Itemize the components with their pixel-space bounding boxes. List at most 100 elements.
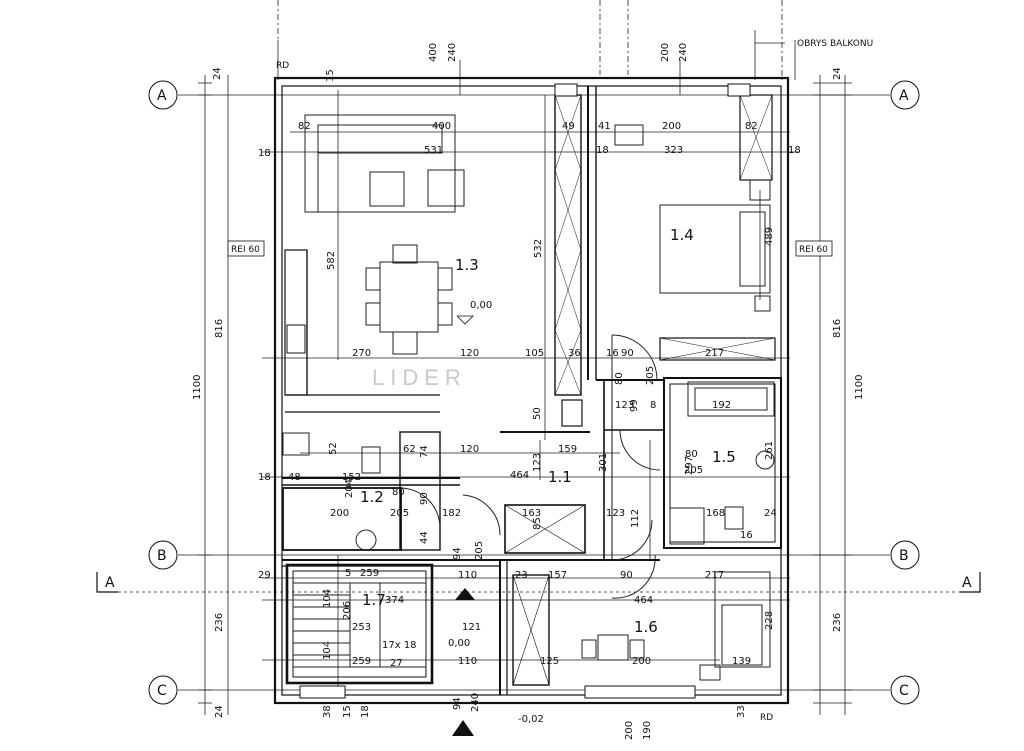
rd-top-label: RD xyxy=(276,61,289,71)
dim-168: 168 xyxy=(706,508,725,519)
dim-200d: 200 xyxy=(632,656,651,667)
dim-15b: 15 xyxy=(342,705,353,718)
dim-16: 16 xyxy=(606,348,619,359)
axis-a-right xyxy=(890,80,920,110)
axis-a-left-label: A xyxy=(157,88,167,104)
axis-c-left xyxy=(148,675,178,705)
dim-94b: 94 xyxy=(452,697,463,710)
section-markers xyxy=(96,572,981,593)
dim-105: 105 xyxy=(525,348,544,359)
entrance-arrow-bottom xyxy=(452,720,474,736)
dimension-labels: 400 240 200 240 24 24 15 82 400 49 41 20… xyxy=(192,43,865,740)
section-label-right: A xyxy=(962,575,972,591)
rd-bottom-label: RD xyxy=(760,713,773,723)
dim-464b: 464 xyxy=(634,595,653,606)
dim-48: 48 xyxy=(288,472,301,483)
dim-270: 270 xyxy=(352,348,371,359)
dim-1100r: 1100 xyxy=(854,375,865,400)
dim-90b: 90 xyxy=(419,492,430,505)
dim-110b: 110 xyxy=(458,656,477,667)
dim-374: 374 xyxy=(385,595,404,606)
dim-400b: 400 xyxy=(432,121,451,132)
dim-206: 206 xyxy=(342,601,353,620)
axis-a-right-label: A xyxy=(899,88,909,104)
dim-80c: 80 xyxy=(392,487,405,498)
axis-c-right-label: C xyxy=(899,683,909,699)
dim-261: 261 xyxy=(764,441,775,460)
dim-80b: 80 xyxy=(685,449,698,460)
axis-a-left xyxy=(148,80,178,110)
dim-205b: 205 xyxy=(684,465,703,476)
level-entry: -0,02 xyxy=(518,714,544,725)
dim-16b: 16 xyxy=(740,530,753,541)
dim-85: 85 xyxy=(532,517,543,530)
dim-301: 301 xyxy=(598,453,609,472)
dim-top-240b: 240 xyxy=(678,43,689,62)
dim-36: 36 xyxy=(568,348,581,359)
dim-205a: 205 xyxy=(645,366,656,385)
room-1-4: 1.4 xyxy=(670,226,694,244)
dim-205c: 205 xyxy=(390,508,409,519)
dim-816r: 816 xyxy=(832,319,843,338)
dim-228: 228 xyxy=(764,611,775,630)
dim-253: 253 xyxy=(352,622,371,633)
room-1-6: 1.6 xyxy=(634,618,658,636)
dim-236r: 236 xyxy=(832,613,843,632)
dim-112: 112 xyxy=(630,509,641,528)
entrance-arrow-top xyxy=(455,588,475,600)
dim-157: 157 xyxy=(548,570,567,581)
dim-120b: 120 xyxy=(460,444,479,455)
dimension-lines xyxy=(118,0,970,715)
balcony-outline-label: OBRYS BALKONU xyxy=(797,39,873,49)
room-1-3: 1.3 xyxy=(455,256,479,274)
dim-182: 182 xyxy=(442,508,461,519)
fire-rating-right: REI 60 xyxy=(799,245,828,255)
dim-217a: 217 xyxy=(705,348,724,359)
dim-top-24r: 24 xyxy=(832,67,843,80)
dim-123b: 123 xyxy=(532,453,543,472)
level-main-marker xyxy=(456,315,474,325)
dim-297: 297 xyxy=(684,456,695,475)
watermark: LIDER xyxy=(372,365,467,390)
dim-90c: 90 xyxy=(620,570,633,581)
axis-c-right xyxy=(890,675,920,705)
dim-123a: 123 xyxy=(615,400,634,411)
dim-489: 489 xyxy=(764,227,775,246)
room-1-2: 1.2 xyxy=(360,488,384,506)
dim-236l: 236 xyxy=(214,613,225,632)
dim-top-240a: 240 xyxy=(447,43,458,62)
level-main: 0,00 xyxy=(470,300,492,311)
dim-82b: 82 xyxy=(745,121,758,132)
level-stair: 0,00 xyxy=(448,638,470,649)
axis-b-left xyxy=(148,540,178,570)
dim-18e: 18 xyxy=(360,705,371,718)
dim-205d: 205 xyxy=(474,541,485,560)
dim-38: 38 xyxy=(322,705,333,718)
dim-24b: 24 xyxy=(214,705,225,718)
dim-18b: 18 xyxy=(596,145,609,156)
dim-139: 139 xyxy=(732,656,751,667)
dim-24: 24 xyxy=(764,508,777,519)
axis-b-right xyxy=(890,540,920,570)
stair-steps: 17x 18 xyxy=(382,640,417,651)
dim-18d: 18 xyxy=(258,472,271,483)
dim-62: 62 xyxy=(403,444,416,455)
dim-top-200: 200 xyxy=(660,43,671,62)
axis-b-left-label: B xyxy=(157,548,167,564)
dim-110a: 110 xyxy=(458,570,477,581)
dim-99: 99 xyxy=(629,399,640,412)
dim-464a: 464 xyxy=(510,470,529,481)
dim-23: 23 xyxy=(515,570,528,581)
dim-200b: 200 xyxy=(662,121,681,132)
walls xyxy=(273,76,790,705)
axis-c-left-label: C xyxy=(157,683,167,699)
dim-top-400: 400 xyxy=(428,43,439,62)
dim-80a: 80 xyxy=(614,372,625,385)
dim-121: 121 xyxy=(462,622,481,633)
dim-52: 52 xyxy=(328,442,339,455)
dim-74: 74 xyxy=(419,445,430,458)
dim-104b: 104 xyxy=(322,641,333,660)
dim-1100l: 1100 xyxy=(192,375,203,400)
axis-markers xyxy=(148,80,920,705)
dim-50: 50 xyxy=(532,407,543,420)
